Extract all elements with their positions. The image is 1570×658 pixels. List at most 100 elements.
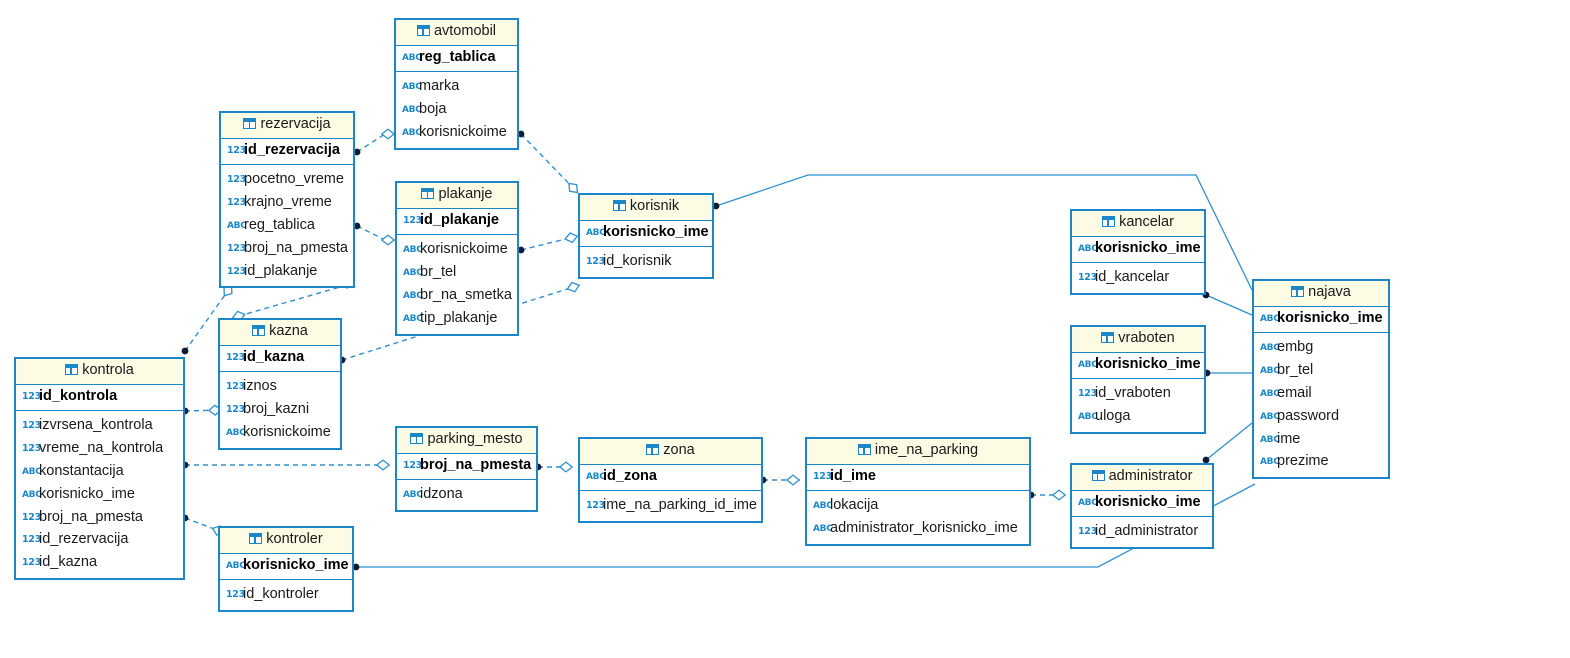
column-name: broj_na_pmesta [244, 239, 348, 256]
relationship-line-rezervacija-plakanje[interactable] [356, 225, 395, 241]
primary-key-vraboten[interactable]: ABCkorisnicko_ime [1072, 353, 1204, 379]
primary-key-rezervacija[interactable]: 123id_rezervacija [221, 139, 353, 165]
column-row[interactable]: 123id_kancelar [1078, 266, 1198, 289]
relationship-line-kancelar-najava[interactable] [1205, 294, 1253, 316]
column-row[interactable]: ABCidzona [403, 483, 530, 506]
column-row[interactable]: ABCmarka [402, 75, 511, 98]
numeric-type-icon: 123 [22, 419, 41, 431]
column-row[interactable]: 123id_korisnik [586, 250, 706, 273]
column-row[interactable]: ABCkorisnickoime [402, 121, 511, 144]
numeric-type-icon: 123 [226, 351, 245, 363]
primary-key-kontroler[interactable]: ABCkorisnicko_ime [220, 554, 352, 580]
primary-key-kancelar[interactable]: ABCkorisnicko_ime [1072, 237, 1204, 263]
numeric-type-icon: 123 [226, 588, 245, 600]
column-name: id_kazna [39, 554, 98, 571]
column-row[interactable]: 123id_plakanje [227, 260, 347, 283]
primary-key-zona[interactable]: ABCid_zona [580, 465, 761, 491]
column-row[interactable]: ABCboja [402, 98, 511, 121]
relationship-line-avtomobil-korisnik[interactable] [520, 133, 579, 194]
table-icon [252, 325, 266, 336]
column-row[interactable]: 123id_vraboten [1078, 382, 1198, 405]
numeric-type-icon: 123 [22, 442, 41, 454]
column-row[interactable]: ABCuloga [1078, 405, 1198, 428]
column-row[interactable]: 123id_kontroler [226, 583, 346, 606]
column-row[interactable]: ABCprezime [1260, 450, 1382, 473]
primary-key-korisnik[interactable]: ABCkorisnicko_ime [580, 221, 712, 247]
column-row[interactable]: ABCbr_tel [1260, 359, 1382, 382]
column-row[interactable]: ABCadministrator_korisnicko_ime [813, 517, 1023, 540]
text-type-icon: ABC [1260, 313, 1280, 324]
column-row[interactable]: ABCembg [1260, 336, 1382, 359]
column-name: korisnicko_ime [1095, 239, 1201, 256]
primary-key-najava[interactable]: ABCkorisnicko_ime [1254, 307, 1388, 333]
column-row[interactable]: 123id_rezervacija [22, 528, 177, 551]
column-row[interactable]: 123pocetno_vreme [227, 168, 347, 191]
column-row[interactable]: ABCreg_tablica [227, 214, 347, 237]
primary-key-plakanje[interactable]: 123id_plakanje [397, 209, 517, 235]
column-row[interactable]: ABCime [1260, 428, 1382, 451]
relationship-line-kontrola-kazna[interactable] [184, 409, 223, 412]
column-row[interactable]: 123ime_na_parking_id_ime [586, 494, 757, 517]
column-row[interactable]: ABCkorisnickoime [403, 238, 511, 261]
text-type-icon: ABC [1260, 342, 1280, 353]
primary-key-administrator[interactable]: ABCkorisnicko_ime [1072, 491, 1212, 517]
column-name: reg_tablica [244, 216, 315, 233]
text-type-icon: ABC [402, 81, 422, 92]
column-row[interactable]: 123broj_kazni [226, 398, 334, 421]
text-type-icon: ABC [402, 104, 422, 115]
column-row[interactable]: 123iznos [226, 375, 334, 398]
relationship-line-rezervacija-kazna[interactable] [231, 284, 348, 319]
column-row[interactable]: ABClokacija [813, 494, 1023, 517]
column-row[interactable]: ABCkonstantacija [22, 460, 177, 483]
primary-key-parking_mesto[interactable]: 123broj_na_pmesta [397, 454, 536, 480]
primary-key-avtomobil[interactable]: ABCreg_tablica [396, 46, 517, 72]
column-row[interactable]: 123vreme_na_kontrola [22, 437, 177, 460]
column-row[interactable]: 123broj_na_pmesta [22, 506, 177, 529]
column-row[interactable]: ABCbr_na_smetka [403, 284, 512, 307]
column-row[interactable]: 123broj_na_pmesta [227, 237, 348, 260]
column-name: id_kontrola [39, 387, 118, 404]
column-row[interactable]: 123id_administrator [1078, 520, 1206, 543]
column-row[interactable]: 123id_kazna [22, 551, 177, 574]
primary-key-kazna[interactable]: 123id_kazna [220, 346, 340, 372]
column-name: id_plakanje [420, 211, 499, 228]
column-name: korisnicko_ime [1095, 355, 1201, 372]
column-row[interactable]: ABCbr_tel [403, 261, 511, 284]
column-row[interactable]: ABCkorisnickoime [226, 421, 334, 444]
entity-rezervacija[interactable]: rezervacija 123id_rezervacija 123pocetno_v… [219, 111, 355, 289]
column-row[interactable]: ABCtip_plakanje [403, 307, 511, 330]
entity-title-kazna: kazna [269, 323, 308, 339]
entity-header-administrator: administrator [1072, 465, 1212, 491]
column-name: id_kancelar [1095, 268, 1170, 285]
entity-header-kontrola: kontrola [16, 359, 183, 385]
relationship-line-plakanje-korisnik[interactable] [520, 235, 579, 251]
column-row[interactable]: ABCkorisnicko_ime [22, 483, 177, 506]
text-type-icon: ABC [402, 127, 422, 138]
entity-title-kontroler: kontroler [266, 531, 323, 547]
relationship-line-administrator-najava[interactable] [1205, 422, 1253, 461]
column-name: id_kazna [243, 348, 305, 365]
column-row[interactable]: 123izvrsena_kontrola [22, 414, 177, 437]
primary-key-kontrola[interactable]: 123id_kontrola [16, 385, 183, 411]
primary-key-ime_na_parking[interactable]: 123id_ime [807, 465, 1029, 491]
column-row[interactable]: ABCemail [1260, 382, 1382, 405]
entity-title-vraboten: vraboten [1118, 330, 1175, 346]
relationship-line-rezervacija-avtomobil[interactable] [356, 133, 395, 153]
entity-header-kancelar: kancelar [1072, 211, 1204, 237]
entity-title-rezervacija: rezervacija [260, 116, 331, 132]
column-row[interactable]: 123krajno_vreme [227, 191, 347, 214]
column-row[interactable]: ABCpassword [1260, 405, 1382, 428]
